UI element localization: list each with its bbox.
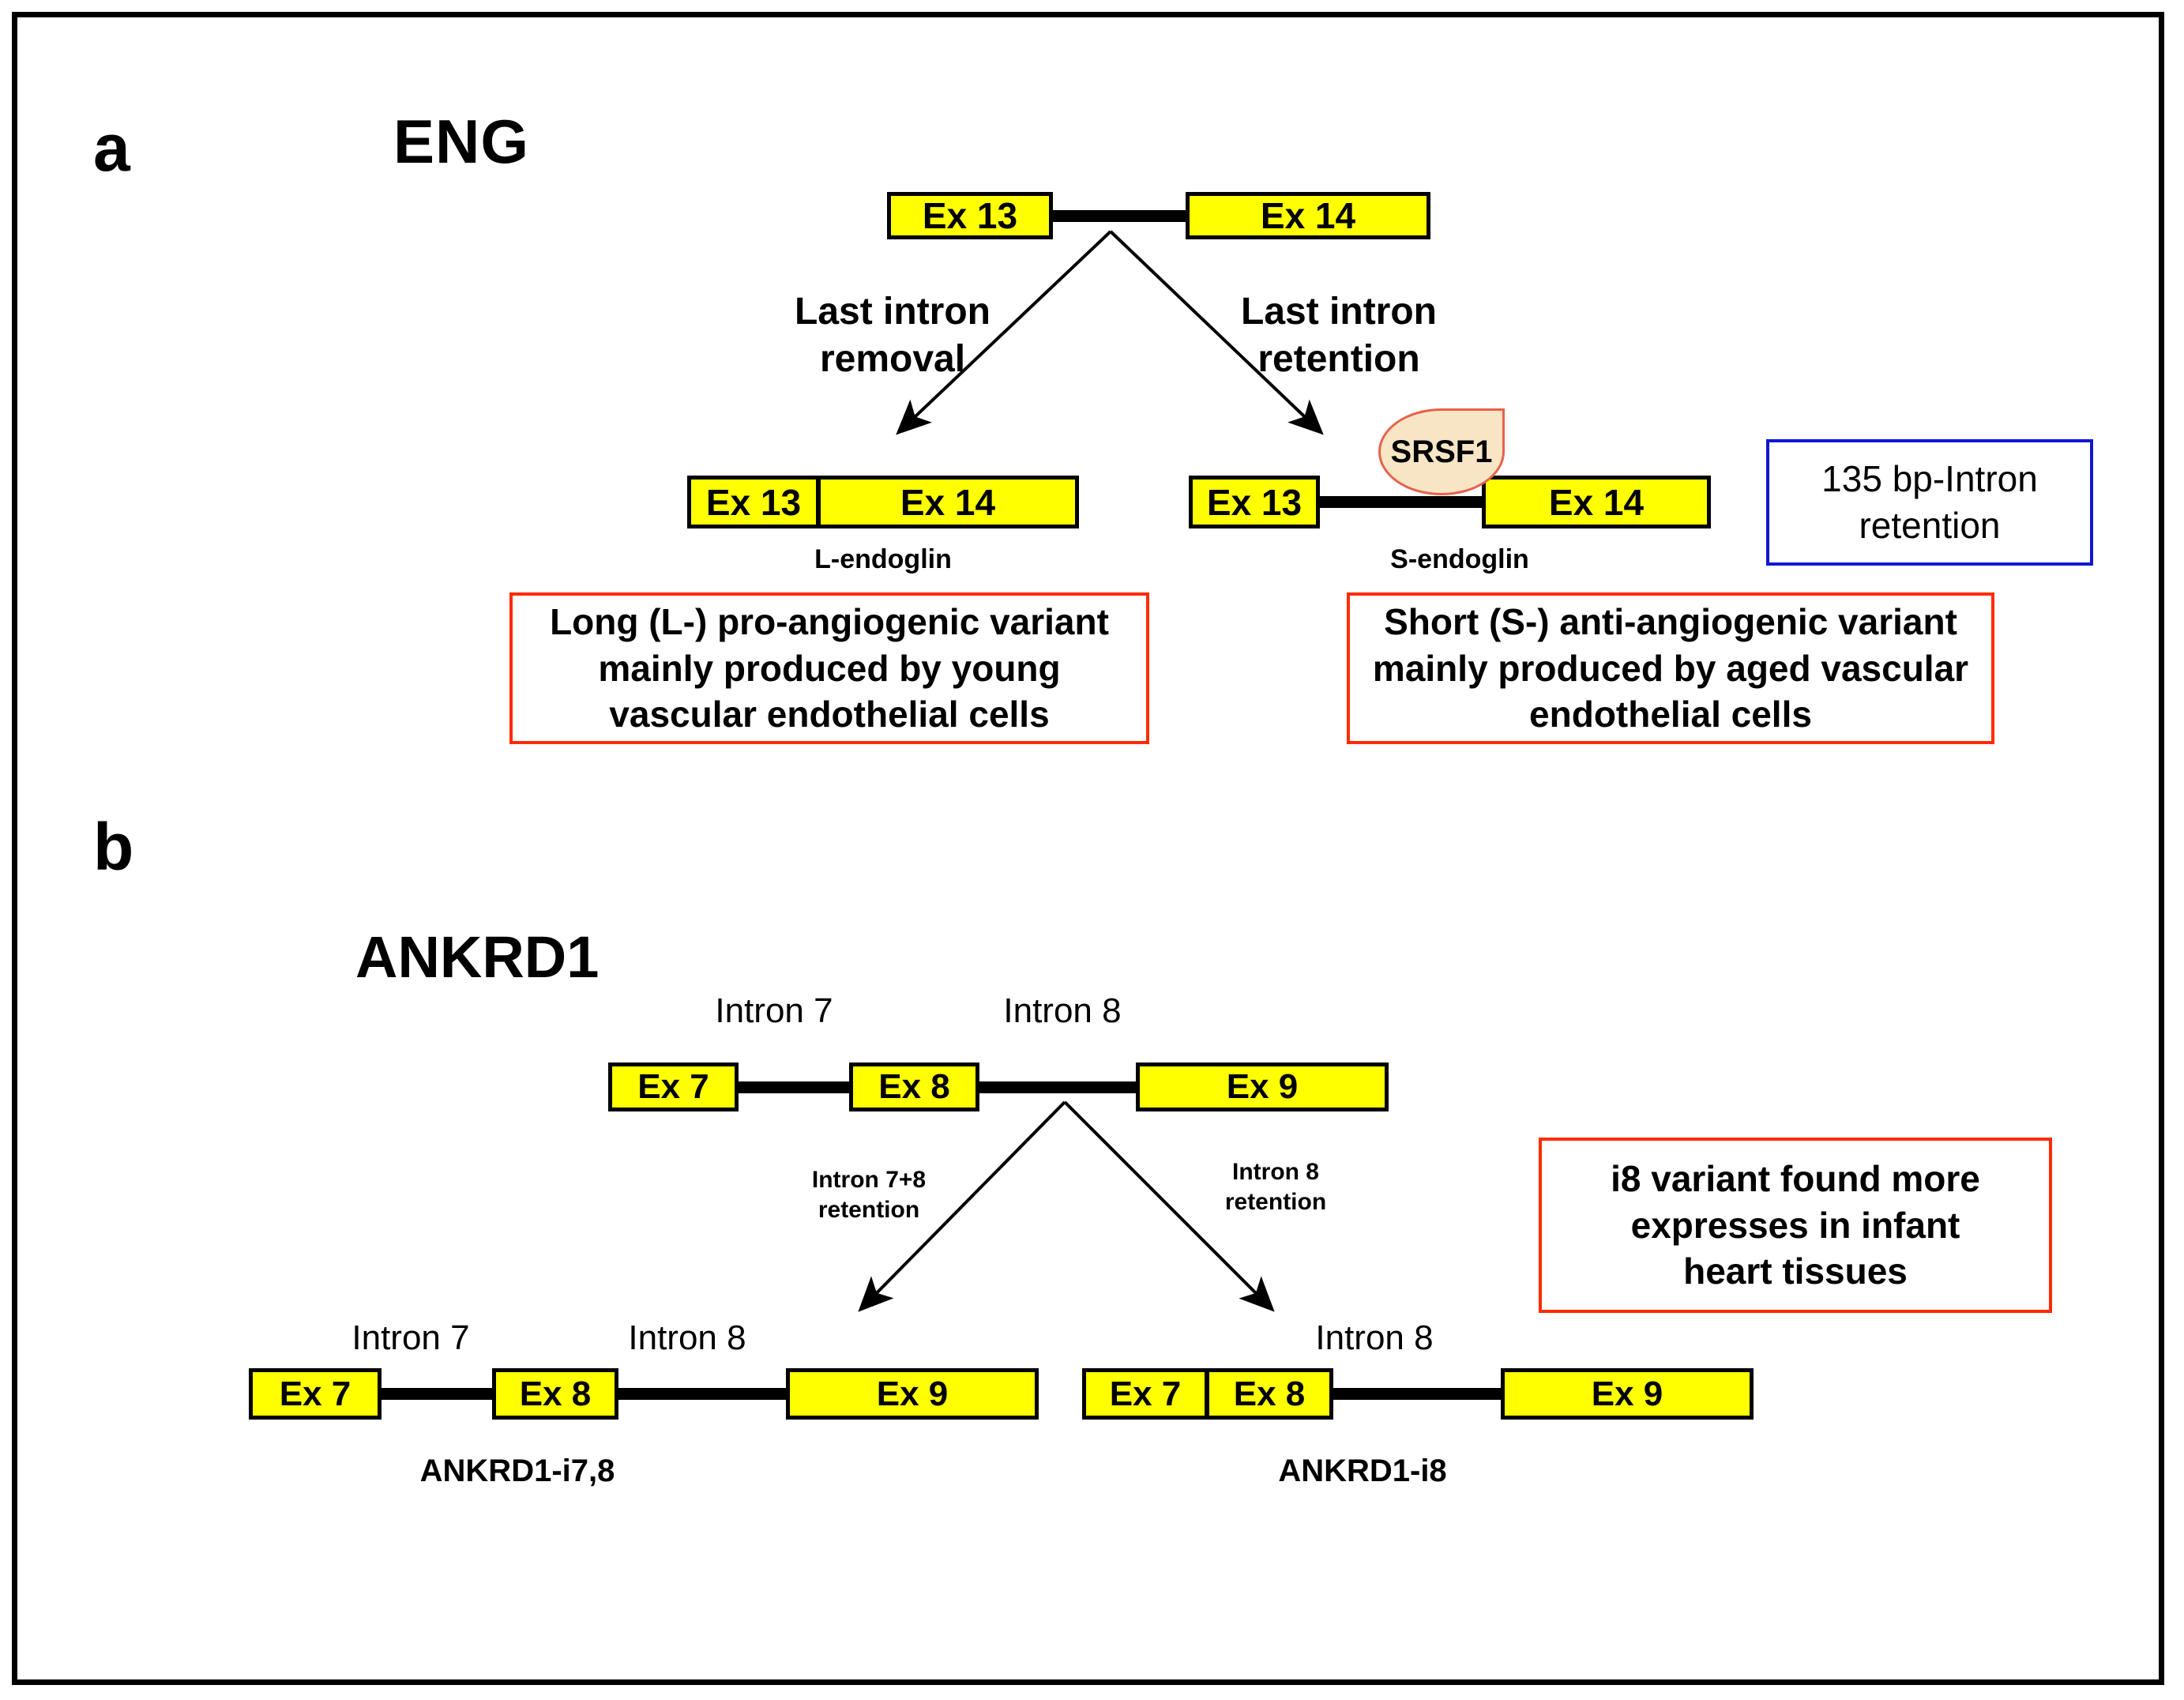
- exon-box-s-endoglin-ex14: Ex 14: [1482, 476, 1711, 528]
- panel-letter-a: a: [93, 111, 130, 185]
- exon-box-l-endoglin-ex14: Ex 14: [818, 476, 1079, 528]
- branch-label-ankrd1-left-line1: Intron 7+8: [811, 1167, 927, 1193]
- branch-label-eng-left-line1: Last intron: [795, 291, 991, 333]
- intron-line-i8-8: [1333, 1388, 1501, 1400]
- callout-i8-line2: expresses in infant: [1630, 1204, 1960, 1246]
- callout-long-line3: vascular endothelial cells: [609, 694, 1050, 735]
- callout-blue-line2: retention: [1859, 505, 2001, 546]
- branch-label-eng-right: Last intron retention: [1216, 288, 1461, 383]
- intron-line-ankrd1-pre-7: [739, 1081, 849, 1093]
- exon-box-ankrd1-pre-ex8: Ex 8: [849, 1062, 979, 1111]
- intron-line-eng-pre: [1053, 209, 1186, 222]
- ankrd1-i8-row: Ex 7 Ex 8 Ex 9: [1082, 1368, 1754, 1420]
- callout-long-line2: mainly produced by young: [598, 647, 1061, 689]
- exon-box-i78-ex7: Ex 7: [249, 1368, 382, 1420]
- eng-s-endoglin-row: Ex 13 Ex 14: [1189, 476, 1711, 528]
- intron-label-i78-8: Intron 8: [628, 1318, 746, 1357]
- callout-i8-line1: i8 variant found more: [1611, 1157, 1980, 1199]
- callout-intron-retention-bp: 135 bp-Intron retention: [1766, 439, 2093, 566]
- branch-label-ankrd1-left-line2: retention: [818, 1196, 920, 1223]
- eng-l-endoglin-row: Ex 13 Ex 14: [687, 476, 1079, 528]
- callout-blue-line1: 135 bp-Intron: [1821, 458, 2038, 500]
- intron-label-i8-8: Intron 8: [1315, 1318, 1434, 1357]
- branch-label-eng-right-line2: retention: [1257, 338, 1420, 380]
- figure-border: [12, 12, 2164, 1685]
- intron-label-i78-7: Intron 7: [351, 1318, 470, 1357]
- callout-long-line1: Long (L-) pro-angiogenic variant: [550, 600, 1109, 642]
- branch-label-ankrd1-left: Intron 7+8 retention: [778, 1165, 960, 1224]
- callout-short-line1: Short (S-) anti-angiogenic variant: [1384, 600, 1957, 642]
- exon-box-ankrd1-pre-ex9: Ex 9: [1136, 1062, 1389, 1111]
- exon-box-i8-ex9: Ex 9: [1501, 1368, 1754, 1420]
- branch-label-ankrd1-right: Intron 8 retention: [1185, 1157, 1366, 1217]
- intron-label-ankrd1-pre-8: Intron 8: [1003, 991, 1122, 1030]
- intron-line-i78-8: [618, 1388, 786, 1400]
- eng-pre-mrna-row: Ex 13 Ex 14: [887, 192, 1430, 239]
- exon-box-eng-pre-ex14: Ex 14: [1186, 192, 1430, 239]
- exon-box-i78-ex9: Ex 9: [786, 1368, 1039, 1420]
- intron-line-i78-7: [382, 1388, 492, 1400]
- srsf1-factor-shape: SRSF1: [1378, 408, 1505, 495]
- callout-i8-variant: i8 variant found more expresses in infan…: [1539, 1138, 2052, 1313]
- intron-label-ankrd1-pre-7: Intron 7: [715, 991, 833, 1030]
- branch-label-eng-right-line1: Last intron: [1241, 291, 1437, 333]
- isoform-label-s-endoglin: S-endoglin: [1390, 544, 1529, 574]
- exon-box-eng-pre-ex13: Ex 13: [887, 192, 1053, 239]
- isoform-label-ankrd1-i8: ANKRD1-i8: [1278, 1454, 1447, 1488]
- ankrd1-pre-mrna-row: Ex 7 Ex 8 Ex 9: [608, 1062, 1389, 1111]
- intron-line-ankrd1-pre-8: [979, 1081, 1136, 1093]
- intron-line-s-endoglin: [1320, 496, 1482, 508]
- exon-box-i8-ex8: Ex 8: [1207, 1368, 1333, 1420]
- ankrd1-i78-row: Ex 7 Ex 8 Ex 9: [249, 1368, 1039, 1420]
- callout-short-line3: endothelial cells: [1529, 694, 1812, 735]
- callout-short-line2: mainly produced by aged vascular: [1372, 647, 1969, 689]
- callout-long-variant: Long (L-) pro-angiogenic variant mainly …: [509, 592, 1149, 744]
- gene-title-eng: ENG: [393, 107, 530, 176]
- panel-letter-b: b: [93, 810, 134, 884]
- exon-box-l-endoglin-ex13: Ex 13: [687, 476, 818, 528]
- callout-short-variant: Short (S-) anti-angiogenic variant mainl…: [1347, 592, 1994, 744]
- exon-box-i78-ex8: Ex 8: [492, 1368, 618, 1420]
- isoform-label-l-endoglin: L-endoglin: [814, 544, 952, 574]
- exon-box-i8-ex7: Ex 7: [1082, 1368, 1207, 1420]
- gene-title-ankrd1: ANKRD1: [355, 924, 600, 990]
- branch-label-ankrd1-right-line1: Intron 8: [1232, 1159, 1319, 1185]
- branch-label-eng-left: Last intron removal: [770, 288, 1015, 383]
- isoform-label-ankrd1-i78: ANKRD1-i7,8: [419, 1454, 615, 1488]
- branch-label-eng-left-line2: removal: [819, 338, 966, 380]
- branch-label-ankrd1-right-line2: retention: [1224, 1188, 1327, 1215]
- exon-box-s-endoglin-ex13: Ex 13: [1189, 476, 1320, 528]
- exon-box-ankrd1-pre-ex7: Ex 7: [608, 1062, 739, 1111]
- callout-i8-line3: heart tissues: [1683, 1251, 1908, 1292]
